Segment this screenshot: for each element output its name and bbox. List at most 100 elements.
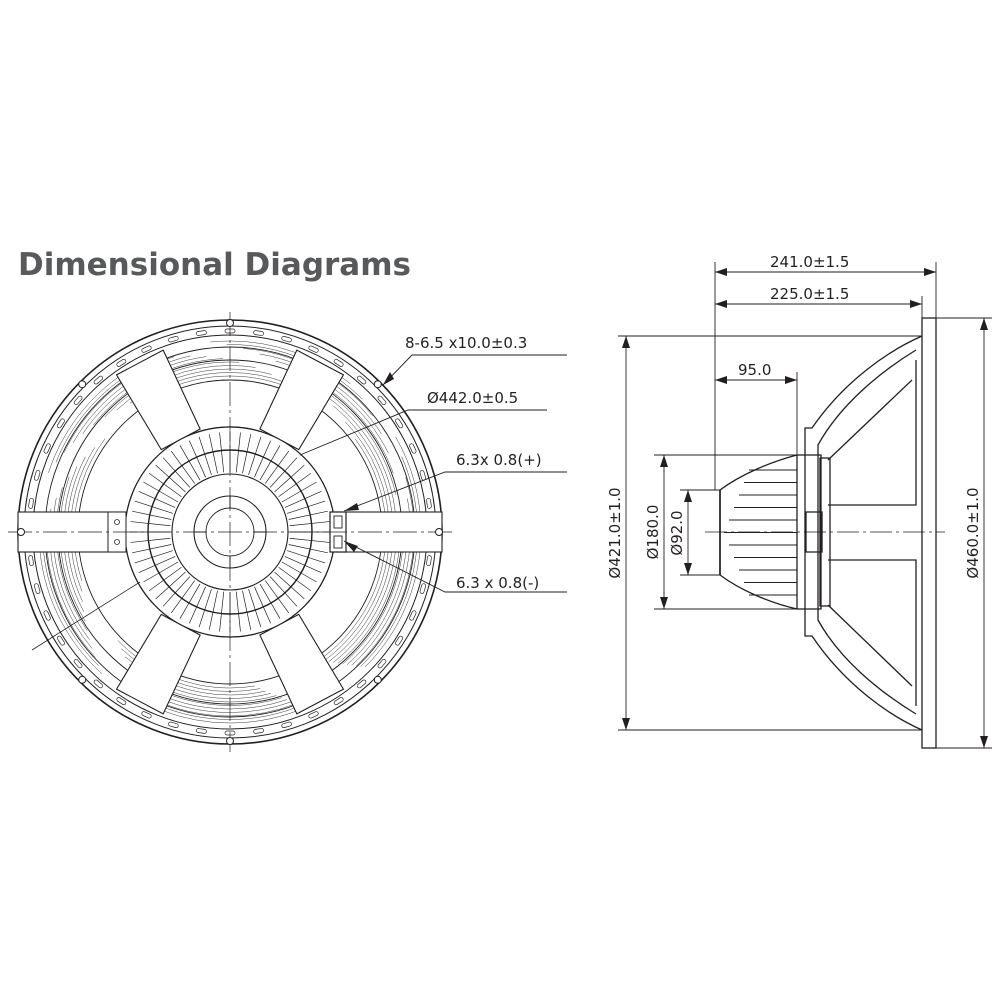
heatsink-fin: [278, 566, 312, 592]
heatsink-fin: [219, 432, 225, 473]
overall-depth-label: 241.0±1.5: [770, 253, 849, 271]
heatsink-fin: [148, 566, 182, 592]
heatsink-fin: [170, 580, 196, 614]
rim-slot: [56, 635, 65, 646]
rim-slot: [357, 375, 367, 385]
rim-slot: [333, 697, 344, 706]
heatsink-fin: [208, 590, 218, 630]
mounting-hole: [226, 319, 234, 327]
heatsink-fin: [264, 450, 290, 484]
rim-slot: [116, 358, 127, 367]
basket-strut: [827, 379, 913, 461]
heatsink-fin: [289, 537, 330, 543]
heatsink-fin: [235, 591, 241, 632]
terminal-screw: [114, 519, 120, 525]
mounting-hole: [373, 675, 382, 684]
rim-slot: [93, 375, 103, 385]
heatsink-fin: [281, 481, 317, 503]
motor-cooling-fins: [724, 469, 797, 596]
basket-profile: [719, 317, 937, 749]
mounting-hole: [78, 380, 87, 389]
rim-slot: [28, 555, 34, 566]
front-view-arrows: [344, 372, 394, 552]
side-view-horizontal-dims: [714, 262, 937, 490]
front-view-drawing: 8-6.5 x10.0±0.3 Ø442.0±0.5 6.3x 0.8(+) 6…: [8, 312, 567, 752]
heatsink-fin: [242, 590, 252, 630]
heatsink-fin: [286, 550, 326, 564]
heatsink-fin: [208, 434, 218, 474]
page-title: Dimensional Diagrams: [18, 247, 411, 283]
rim-slot: [196, 330, 207, 336]
rim-slot: [377, 395, 387, 405]
rim-slot: [395, 418, 404, 429]
arrow-head: [980, 736, 988, 748]
arrow-head: [715, 268, 727, 276]
rim-slot: [308, 345, 319, 353]
arrow-head: [715, 300, 727, 308]
heatsink-fin: [274, 571, 305, 600]
heatsink-fin: [130, 537, 171, 543]
bolt-circle-label: Ø442.0±0.5: [427, 389, 518, 407]
rim-slot: [116, 697, 127, 706]
rim-slot: [395, 635, 404, 646]
side-view-horizontal-arrows: [715, 268, 936, 384]
mounting-holes-label: 8-6.5 x10.0±0.3: [405, 334, 527, 352]
side-view-vertical-dims: [618, 317, 992, 749]
front-view-geometry: [8, 312, 452, 752]
heatsink-fin: [143, 561, 179, 583]
side-view-vertical-arrows: [622, 318, 988, 748]
heatsink-fin: [132, 544, 172, 554]
mounting-hole: [226, 737, 234, 745]
heatsink-fin: [288, 544, 328, 554]
outer-diameter-label: Ø460.0±1.0: [964, 487, 982, 578]
heatsink-fin: [148, 472, 182, 498]
rim-slot: [409, 443, 417, 454]
mounting-hole: [78, 675, 87, 684]
rim-slot: [419, 583, 427, 594]
heatsink-fin: [162, 576, 191, 607]
terminal-positive-leader: [343, 471, 567, 512]
rim-slot: [409, 610, 417, 621]
arrow-head: [660, 455, 668, 467]
rim-slot: [253, 330, 264, 336]
terminal-negative-label: 6.3 x 0.8(-): [456, 574, 539, 592]
depth-to-flange-label: 225.0±1.5: [770, 285, 849, 303]
basket-inner: [817, 349, 917, 715]
heatsink-fin: [269, 457, 298, 488]
arrow-head: [684, 563, 692, 575]
heatsink-fin: [179, 445, 201, 481]
terminal-positive-label: 6.3x 0.8(+): [456, 451, 542, 469]
arrow-head: [344, 541, 358, 552]
heatsink-fin: [286, 500, 326, 514]
rim-slot: [253, 728, 264, 734]
mounting-hole: [17, 528, 25, 536]
heatsink-fin: [143, 481, 179, 503]
heatsink-fin: [274, 464, 305, 493]
heatsink-fin: [134, 500, 174, 514]
rim-slot: [33, 583, 41, 594]
heatsink-fin: [284, 556, 322, 573]
arrow-head: [344, 503, 359, 511]
mounting-holes-leader: [382, 354, 567, 386]
heatsink-fin: [198, 436, 212, 476]
rim-slot: [196, 728, 207, 734]
heatsink-fin: [264, 580, 290, 614]
rim-slot: [56, 418, 65, 429]
arrow-head: [660, 597, 668, 609]
heatsink-fin: [179, 583, 201, 619]
rim-slot: [73, 659, 83, 669]
heatsink-fin: [288, 510, 328, 520]
rim-slot: [168, 335, 179, 343]
heatsink-fin: [189, 440, 206, 478]
rim-slot: [141, 345, 152, 353]
terminal-tab-negative: [333, 535, 343, 549]
rim-slot: [377, 659, 387, 669]
rim-slot: [426, 498, 432, 509]
basket-window-bottom: [828, 559, 917, 706]
arrow-head: [383, 372, 394, 385]
rim-slot: [333, 358, 344, 367]
heatsink-fin: [254, 440, 271, 478]
arrow-head: [622, 336, 630, 348]
heatsink-fin: [189, 586, 206, 624]
arrow-head: [785, 376, 797, 384]
